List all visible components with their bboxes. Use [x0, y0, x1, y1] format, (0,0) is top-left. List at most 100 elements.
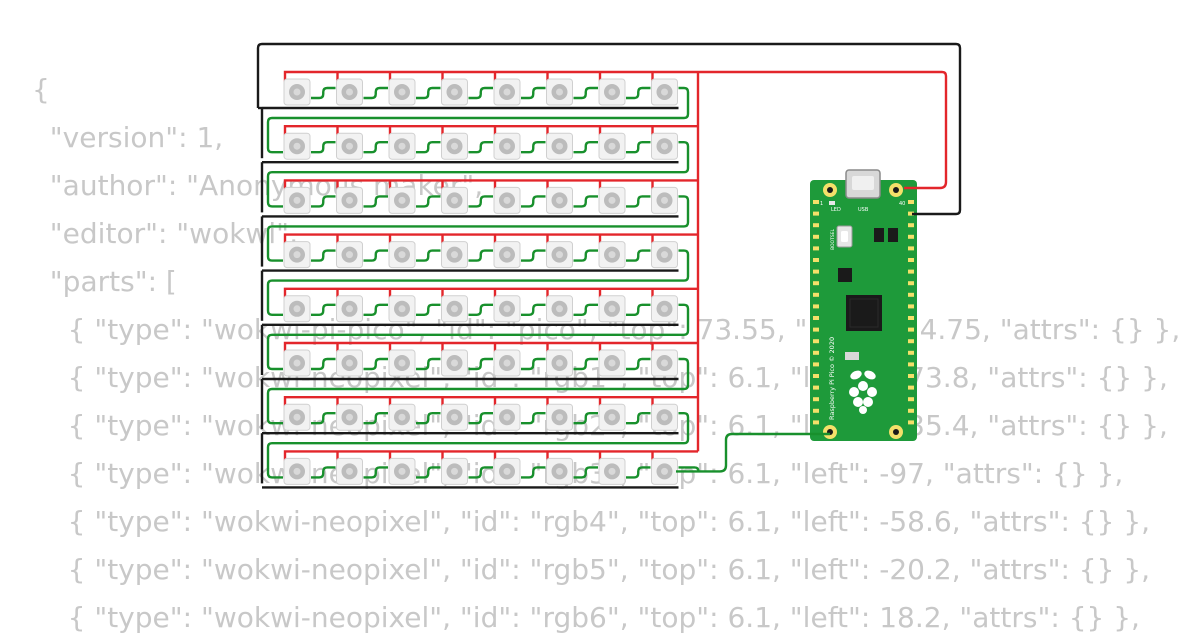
- neopixel-icon[interactable]: [598, 349, 626, 377]
- neopixel-icon[interactable]: [388, 457, 416, 485]
- neopixel-led-core: [293, 88, 301, 96]
- neopixel-icon[interactable]: [651, 78, 678, 106]
- neopixel-icon[interactable]: [336, 78, 363, 106]
- neopixel-icon[interactable]: [441, 78, 468, 106]
- neopixel-icon[interactable]: [651, 349, 678, 377]
- data-wire-link: [416, 412, 441, 425]
- neopixel-icon[interactable]: [283, 78, 311, 106]
- neopixel-icon[interactable]: [546, 295, 573, 323]
- neopixel-led-core: [293, 142, 301, 150]
- neopixel-icon[interactable]: [388, 78, 416, 106]
- neopixel-icon[interactable]: [546, 132, 573, 160]
- neopixel-led-core: [451, 196, 458, 204]
- neopixel-icon[interactable]: [651, 295, 678, 323]
- data-wire-link: [626, 466, 651, 479]
- neopixel-icon[interactable]: [336, 457, 363, 485]
- neopixel-icon[interactable]: [651, 241, 678, 269]
- data-wire-link: [573, 141, 598, 154]
- neopixel-icon[interactable]: [388, 186, 416, 214]
- neopixel-icon[interactable]: [283, 186, 311, 214]
- neopixel-icon[interactable]: [336, 132, 363, 160]
- neopixel-icon[interactable]: [598, 241, 626, 269]
- neopixel-led-core: [293, 251, 301, 259]
- pin-right: [908, 316, 914, 320]
- pin-right: [908, 397, 914, 402]
- pi-pico-board[interactable]: 1 40 LED USB BOOTSEL Raspberry Pi: [810, 169, 917, 441]
- pin-right: [908, 385, 914, 390]
- neopixel-icon[interactable]: [598, 403, 626, 431]
- neopixel-icon[interactable]: [493, 403, 521, 431]
- neopixel-icon[interactable]: [441, 457, 468, 485]
- neopixel-icon[interactable]: [493, 78, 521, 106]
- neopixel-led-core: [451, 467, 458, 475]
- neopixel-icon[interactable]: [441, 349, 468, 377]
- neopixel-icon[interactable]: [546, 186, 573, 214]
- neopixel-icon[interactable]: [546, 78, 573, 106]
- neopixel-icon[interactable]: [336, 295, 363, 323]
- neopixel-icon[interactable]: [546, 241, 573, 269]
- pin-right: [908, 258, 914, 262]
- pin-right: [908, 269, 914, 274]
- neopixel-led-core: [503, 413, 511, 421]
- neopixel-icon[interactable]: [651, 457, 678, 485]
- neopixel-icon[interactable]: [493, 457, 521, 485]
- neopixel-led-core: [661, 305, 668, 313]
- neopixel-icon[interactable]: [598, 78, 626, 106]
- neopixel-icon[interactable]: [283, 403, 311, 431]
- neopixel-icon[interactable]: [283, 132, 311, 160]
- data-wire-link: [521, 303, 546, 316]
- neopixel-icon[interactable]: [441, 403, 468, 431]
- pin-left: [813, 362, 819, 367]
- neopixel-led-core: [608, 88, 616, 96]
- neopixel-icon[interactable]: [441, 186, 468, 214]
- data-wire-link: [573, 86, 598, 100]
- pin-right: [908, 223, 914, 228]
- neopixel-icon[interactable]: [441, 295, 468, 323]
- neopixel-icon[interactable]: [388, 132, 416, 160]
- neopixel-icon[interactable]: [388, 241, 416, 269]
- pin-left: [813, 327, 819, 332]
- ground-wires: [258, 106, 679, 489]
- neopixel-icon[interactable]: [336, 349, 363, 377]
- pin-right: [908, 350, 914, 355]
- data-wire-link: [311, 303, 336, 316]
- neopixel-led-core: [556, 467, 563, 475]
- data-wire-link: [363, 249, 388, 262]
- neopixel-icon[interactable]: [546, 403, 573, 431]
- neopixel-icon[interactable]: [546, 349, 573, 377]
- neopixel-matrix[interactable]: [283, 78, 678, 485]
- neopixel-icon[interactable]: [336, 241, 363, 269]
- neopixel-icon[interactable]: [493, 295, 521, 323]
- neopixel-icon[interactable]: [283, 241, 311, 269]
- data-wire-link: [626, 412, 651, 425]
- neopixel-icon[interactable]: [493, 349, 521, 377]
- neopixel-icon[interactable]: [336, 403, 363, 431]
- neopixel-icon[interactable]: [388, 403, 416, 431]
- neopixel-led-core: [346, 88, 353, 96]
- neopixel-icon[interactable]: [651, 186, 678, 214]
- neopixel-icon[interactable]: [493, 186, 521, 214]
- neopixel-icon[interactable]: [546, 457, 573, 485]
- neopixel-icon[interactable]: [651, 132, 678, 160]
- neopixel-icon[interactable]: [598, 186, 626, 214]
- neopixel-icon[interactable]: [651, 403, 678, 431]
- pin-left: [813, 223, 819, 228]
- neopixel-icon[interactable]: [598, 132, 626, 160]
- neopixel-icon[interactable]: [388, 349, 416, 377]
- neopixel-icon[interactable]: [283, 349, 311, 377]
- neopixel-icon[interactable]: [336, 186, 363, 214]
- neopixel-icon[interactable]: [441, 241, 468, 269]
- neopixel-icon[interactable]: [493, 132, 521, 160]
- neopixel-icon[interactable]: [388, 295, 416, 323]
- neopixel-led-core: [346, 196, 353, 204]
- neopixel-led-core: [661, 196, 668, 204]
- neopixel-icon[interactable]: [283, 295, 311, 323]
- neopixel-icon[interactable]: [441, 132, 468, 160]
- neopixel-icon[interactable]: [598, 295, 626, 323]
- neopixel-icon[interactable]: [283, 457, 311, 485]
- power-wire-main: [698, 70, 948, 190]
- neopixel-icon[interactable]: [493, 241, 521, 269]
- data-wire-link: [363, 141, 388, 154]
- neopixel-icon[interactable]: [598, 457, 626, 485]
